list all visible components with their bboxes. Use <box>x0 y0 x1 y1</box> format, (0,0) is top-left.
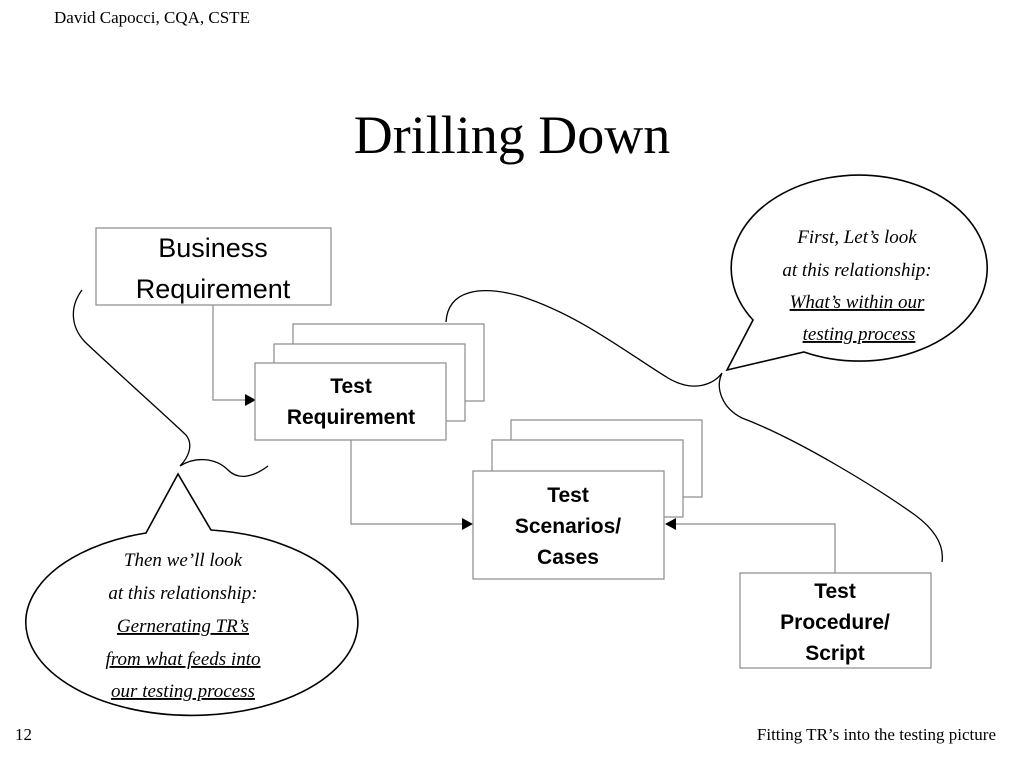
test-scenarios-label-line3: Cases <box>537 546 599 569</box>
business-requirement-label-line1: Business <box>158 233 268 263</box>
callout-second-underlined-line1: Gernerating TR’s <box>117 616 249 637</box>
callout-second-line2: at this relationship: <box>108 583 257 604</box>
test-scenarios-label-line2: Scenarios/ <box>515 515 621 538</box>
page-number: 12 <box>15 725 32 744</box>
slide-title: Drilling Down <box>353 105 671 165</box>
callout-second-underlined-line3: our testing process <box>111 681 255 702</box>
callout-bubble-first <box>725 174 988 372</box>
connector-tp-ts-arrowhead <box>665 518 676 530</box>
connector-tr-ts <box>350 440 463 525</box>
callout-first-underlined-line2: testing process <box>803 324 916 345</box>
test-procedure-label-line1: Test <box>814 580 856 603</box>
connector-br-tr <box>212 305 246 401</box>
brace-curve-left <box>72 289 269 477</box>
connector-br-tr-arrowhead <box>245 394 256 406</box>
callout-first-line2: at this relationship: <box>782 260 931 281</box>
callout-first-underlined-line1: What’s within our <box>790 292 925 313</box>
test-procedure-label-line3: Script <box>805 642 865 665</box>
test-scenarios-box <box>472 470 665 580</box>
callout-second-line1: Then we’ll look <box>124 550 243 571</box>
business-requirement-box <box>95 227 332 306</box>
business-requirement-label-line2: Requirement <box>136 274 291 304</box>
test-requirement-label-line1: Test <box>330 375 372 398</box>
test-requirement-label-line2: Requirement <box>287 406 415 429</box>
test-requirement-box <box>254 362 447 441</box>
test-procedure-label-line2: Procedure/ <box>780 611 890 634</box>
callout-bubble-second <box>25 472 359 717</box>
connector-tp-ts <box>676 523 836 573</box>
brace-curve-right <box>445 290 944 563</box>
test-procedure-box <box>739 572 932 669</box>
test-scenarios-label-line1: Test <box>547 484 589 507</box>
slide-footer: Fitting TR’s into the testing picture <box>756 725 996 744</box>
callout-first-line1: First, Let’s look <box>796 227 917 248</box>
connector-tr-ts-arrowhead <box>462 518 473 530</box>
callout-second-underlined-line2: from what feeds into <box>106 649 261 670</box>
slide-header: David Capocci, CQA, CSTE <box>54 8 250 27</box>
